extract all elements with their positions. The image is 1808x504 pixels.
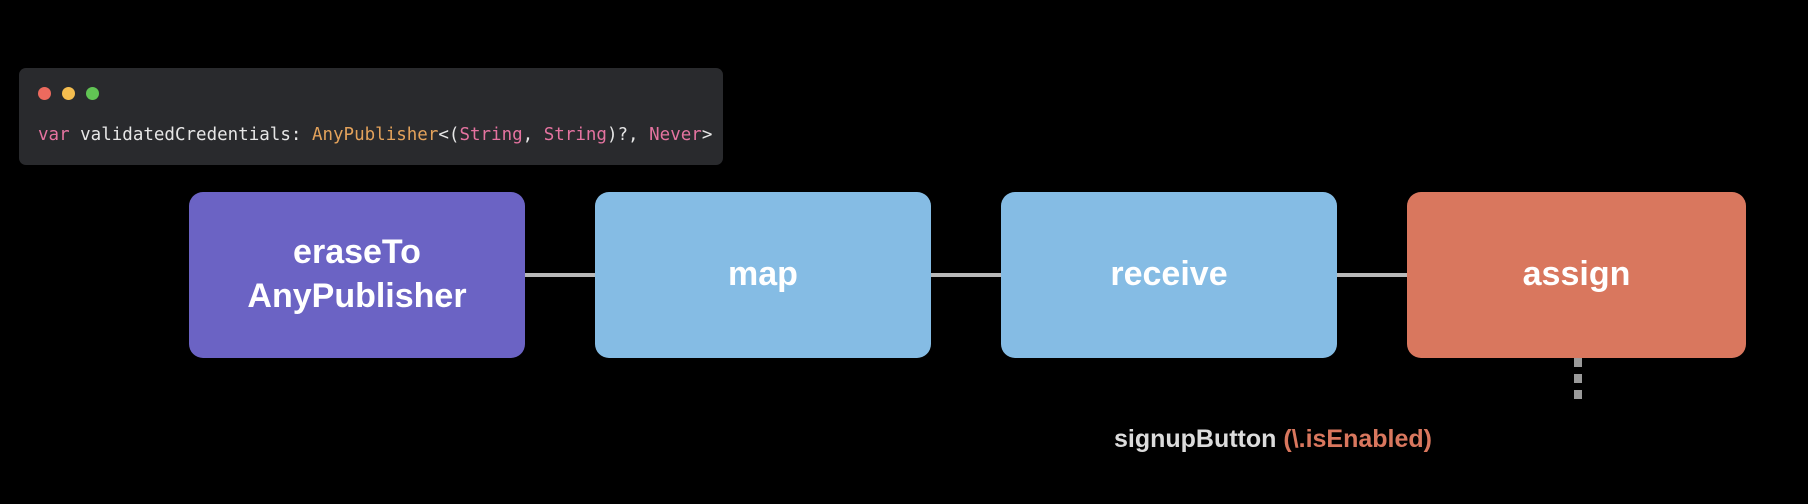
pipeline-node-map[interactable]: map <box>595 192 931 358</box>
pipeline-node-receive-label: receive <box>1110 255 1228 294</box>
pipeline-node-assign[interactable]: assign <box>1407 192 1746 358</box>
window-traffic-lights <box>38 87 99 100</box>
pipeline-node-receive[interactable]: receive <box>1001 192 1337 358</box>
connector-receive-assign <box>1337 273 1407 277</box>
zoom-button-icon[interactable] <box>86 87 99 100</box>
code-token-generic-3: Never <box>649 125 702 145</box>
keypath-label-inner: signupButton (\.isEnabled) <box>1114 425 1432 453</box>
pipeline-node-map-label: map <box>728 255 798 294</box>
close-button-icon[interactable] <box>38 87 51 100</box>
keypath-dotted-connector <box>1574 358 1582 405</box>
code-token-separator-1: , <box>522 125 544 145</box>
code-token-generic-1: String <box>459 125 523 145</box>
code-token-close-generic: > <box>701 125 713 145</box>
keypath-expression: (\.isEnabled) <box>1276 425 1433 453</box>
code-token-type: AnyPublisher <box>311 125 439 145</box>
pipeline-node-eraseto-label-line1: eraseTo <box>293 233 421 272</box>
code-token-open-generic: <( <box>438 125 460 145</box>
code-token-separator-2: )?, <box>606 125 650 145</box>
minimize-button-icon[interactable] <box>62 87 75 100</box>
code-snippet-line: var validatedCredentials: AnyPublisher<(… <box>38 124 712 146</box>
code-token-generic-2: String <box>543 125 607 145</box>
pipeline-node-assign-label: assign <box>1522 255 1631 294</box>
code-window: var validatedCredentials: AnyPublisher<(… <box>19 68 723 165</box>
code-token-keyword: var <box>38 125 70 145</box>
pipeline-node-eraseto-label-line2: AnyPublisher <box>247 277 467 315</box>
keypath-target-name: signupButton <box>1113 425 1277 453</box>
connector-map-receive <box>931 273 1001 277</box>
connector-eraseto-map <box>525 273 595 277</box>
code-token-identifier: validatedCredentials: <box>69 125 312 145</box>
keypath-label: signupButton (\.isEnabled) <box>0 425 1808 454</box>
